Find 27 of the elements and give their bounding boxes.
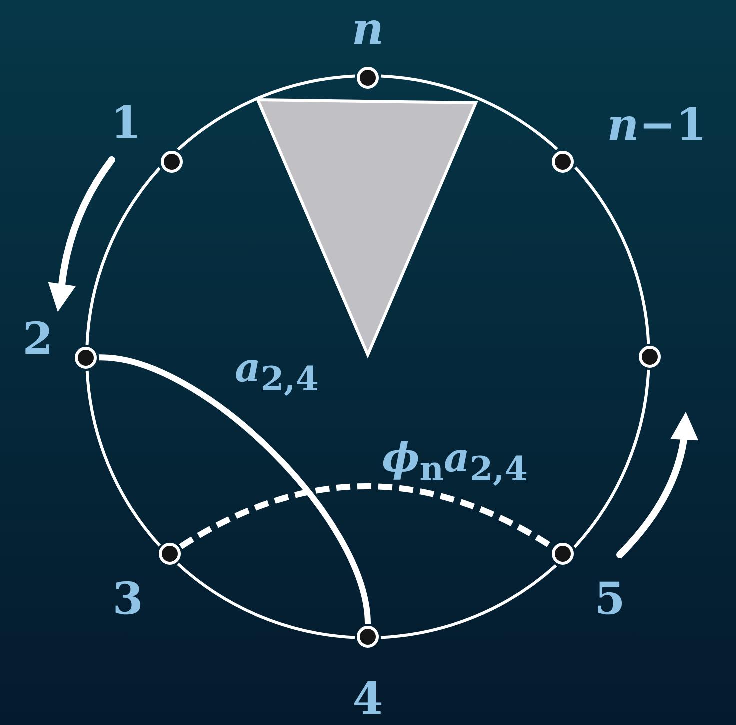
circle-arc [574, 166, 650, 344]
vertex-dot [161, 151, 183, 173]
vertex-label: 5 [594, 578, 626, 622]
vertex-dot [75, 347, 97, 369]
vertex-dot [552, 543, 574, 565]
vertex-label: n−1 [607, 104, 707, 148]
circle-arc [177, 74, 356, 151]
vertex-dot [159, 543, 181, 565]
circle-arc [380, 564, 558, 640]
vertex-dot [639, 346, 661, 368]
circle-arc [574, 370, 650, 548]
vertex-dot [357, 626, 379, 648]
curved-chord [98, 354, 371, 624]
vertex-label: n [352, 8, 384, 52]
shaded-triangle [256, 98, 478, 359]
circle-arc [86, 167, 162, 346]
vertex-dot [552, 151, 574, 173]
vertex-dot [357, 67, 379, 89]
vertex-label: 3 [112, 578, 144, 622]
vertex-label: 2 [22, 318, 54, 362]
circle-arc [177, 563, 356, 640]
circle-arc [86, 370, 162, 547]
circle-arc [380, 74, 558, 150]
edge-label: ϕ$_{n}$a$_{2,4}$ [382, 438, 528, 486]
vertex-label: 1 [110, 102, 142, 146]
edge-label: a$_{2,4}$ [235, 348, 319, 396]
vertex-label: 4 [352, 678, 384, 722]
